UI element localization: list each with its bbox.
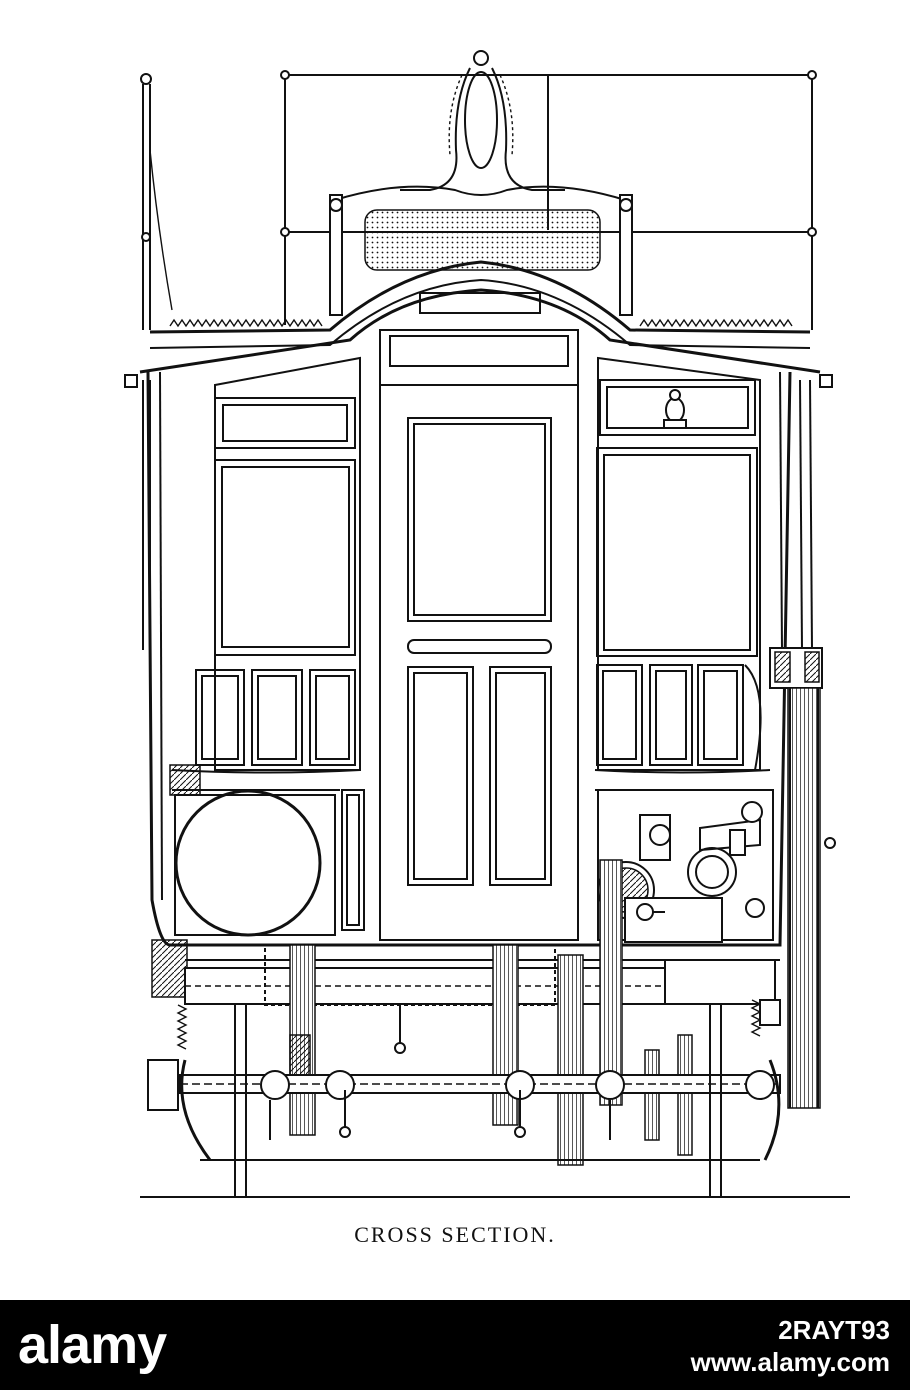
axle <box>147 1059 781 1111</box>
car-roof <box>124 260 833 388</box>
tank-drum <box>174 789 336 937</box>
motor-assembly <box>597 789 774 943</box>
left-window-assembly <box>169 356 361 796</box>
seat-bench <box>171 769 771 791</box>
watermark-footer: alamy 2RAYT93 www.alamy.com <box>0 1300 910 1390</box>
chassis-beam <box>151 939 780 1006</box>
wheels <box>180 1059 781 1161</box>
lamp-icon <box>663 389 687 429</box>
alamy-logo: alamy <box>18 1315 167 1375</box>
central-door <box>341 329 579 941</box>
figure-caption: CROSS SECTION. <box>354 1222 556 1247</box>
roof-railing <box>280 70 817 330</box>
car-body <box>146 371 823 947</box>
axle-gears <box>289 859 693 1166</box>
image-meta: 2RAYT93 www.alamy.com <box>691 1314 890 1378</box>
right-window-assembly <box>596 356 762 771</box>
tramcar-cross-section-drawing <box>124 50 850 1198</box>
ornamental-crest <box>329 50 633 316</box>
site-url: www.alamy.com <box>690 1347 890 1377</box>
illustration-page: CROSS SECTION. <box>124 50 850 1247</box>
trolley-pole <box>140 73 173 650</box>
image-id: 2RAYT93 <box>778 1315 890 1345</box>
suspension-hangers <box>176 999 781 1198</box>
rack-gear <box>787 687 836 1109</box>
